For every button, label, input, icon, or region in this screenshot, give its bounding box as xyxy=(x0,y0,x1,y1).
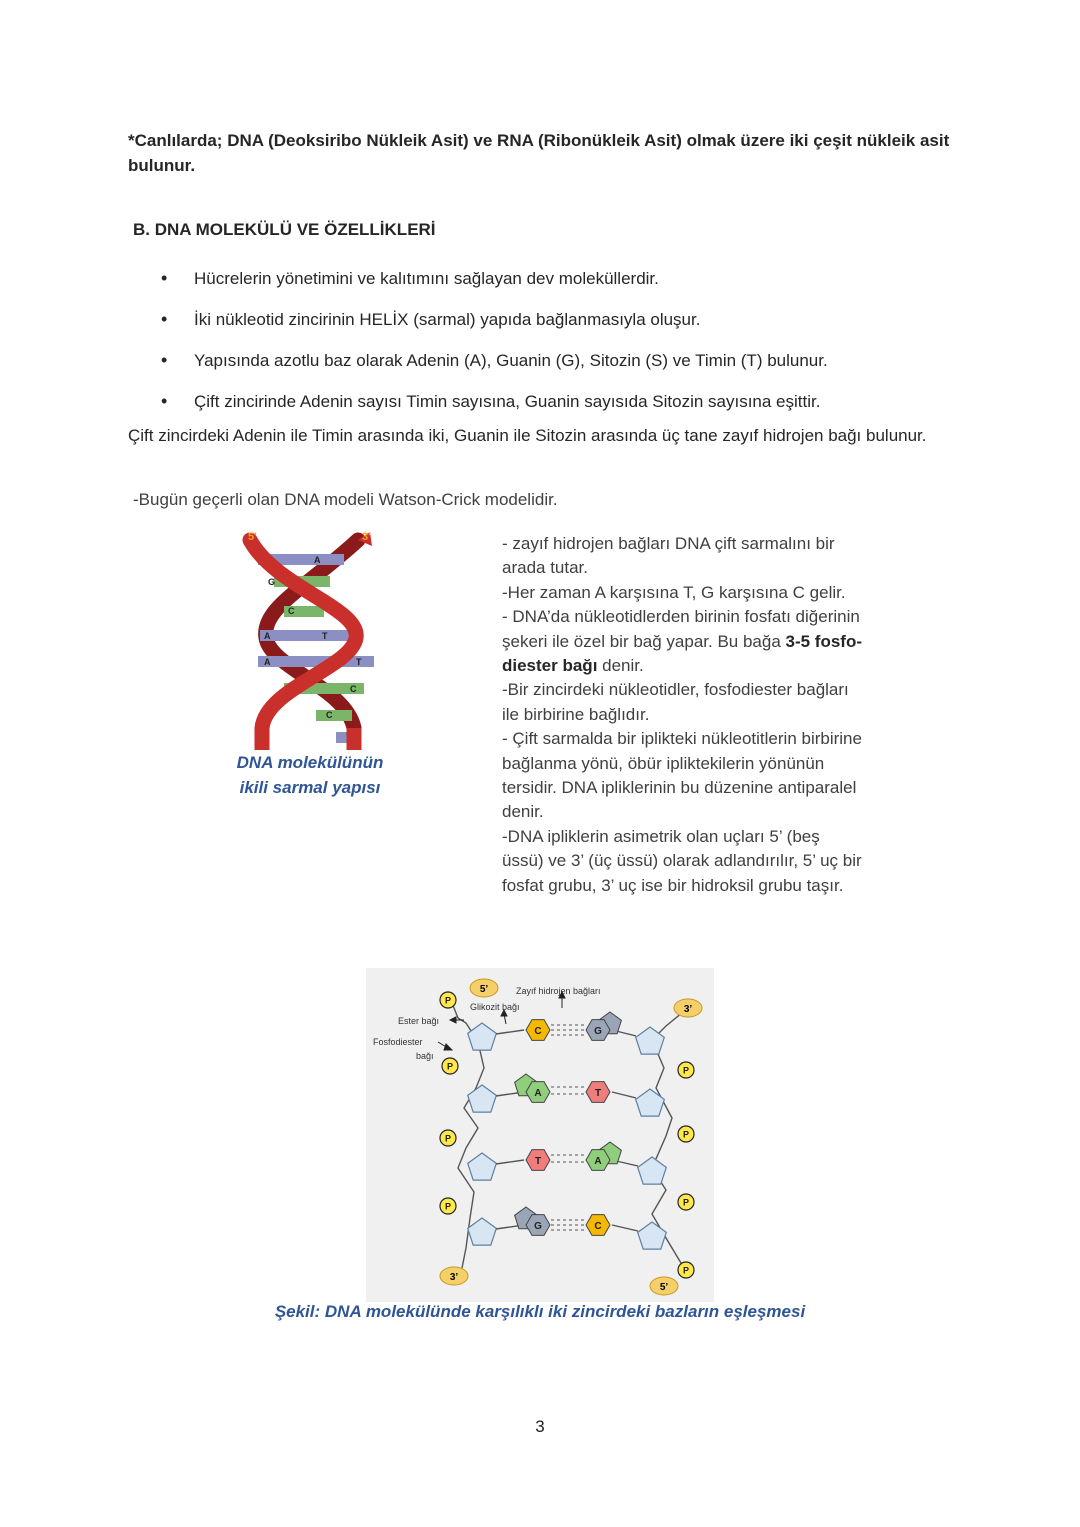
phosphate-circle xyxy=(441,1057,459,1075)
glycosidic-link xyxy=(611,1091,637,1099)
svg-text:A: A xyxy=(264,657,271,667)
base-G: G xyxy=(585,1011,622,1041)
phosphate-label: P xyxy=(447,1062,453,1072)
helix-caption-line: DNA molekülünün xyxy=(236,753,384,772)
note: - DNA’da nükleotidlerden birinin fosfatı… xyxy=(502,605,862,678)
double-helix-illustration: TA G C AT AT GC C T 5' 3' xyxy=(236,528,388,758)
glycosidic-bond-label: Glikozit bağı xyxy=(470,1002,520,1012)
svg-text:G: G xyxy=(268,577,275,587)
note: - Çift sarmalda bir iplikteki nükleotitl… xyxy=(502,729,862,822)
list-item: Hücrelerin yönetimini ve kalıtımını sağl… xyxy=(128,258,1008,299)
base-pairing-diagram: C G A T T A G C P P P P P P P P 5’ 3’ 3’ 5’ Zayıf hidr… xyxy=(366,968,714,1302)
base-A: A xyxy=(514,1073,551,1103)
phosphodiester-label: bağı xyxy=(416,1051,434,1061)
phosphate-label: P xyxy=(445,1134,451,1144)
end-3-label: 3’ xyxy=(684,1004,693,1015)
property-list: Hücrelerin yönetimini ve kalıtımını sağl… xyxy=(128,258,1008,422)
base-A: A xyxy=(585,1141,622,1171)
sugar-pentagon xyxy=(466,1022,498,1051)
note-text: denir. xyxy=(597,656,644,676)
end-3-label: 3’ xyxy=(450,1272,459,1283)
svg-text:A: A xyxy=(264,631,271,641)
sugar-pentagon xyxy=(466,1152,498,1181)
base-ring xyxy=(525,1081,551,1103)
base-T: T xyxy=(585,1081,611,1103)
list-item: Çift zincirinde Adenin sayısı Timin sayı… xyxy=(128,381,1008,422)
helix-5-end-label: 5' xyxy=(248,531,257,543)
note-text: - DNA’da nükleotidlerden birinin fosfatı… xyxy=(502,607,860,651)
base-ring xyxy=(525,1214,551,1236)
phosphate-label: P xyxy=(445,996,451,1006)
sugar-pentagon xyxy=(466,1217,498,1246)
svg-text:C: C xyxy=(288,606,295,616)
base-ring xyxy=(585,1149,611,1171)
base-letter: C xyxy=(534,1026,541,1037)
svg-text:A: A xyxy=(314,555,321,565)
helix-3-end-label: 3' xyxy=(362,531,371,543)
svg-text:T: T xyxy=(322,631,328,641)
phosphate-circle xyxy=(677,1261,695,1279)
helix-caption: DNA molekülünün ikili sarmal yapısı xyxy=(200,750,420,800)
helix-notes: - zayıf hidrojen bağları DNA çift sarmal… xyxy=(502,532,862,898)
phosphate-label: P xyxy=(445,1202,451,1212)
watson-crick-line: -Bugün geçerli olan DNA modeli Watson-Cr… xyxy=(133,490,558,509)
base-G: G xyxy=(514,1206,551,1236)
phosphate-circle xyxy=(439,991,457,1009)
phosphate-label: P xyxy=(683,1130,689,1140)
sugar-pentagon xyxy=(634,1026,666,1055)
note: - zayıf hidrojen bağları DNA çift sarmal… xyxy=(502,534,835,578)
base-letter: G xyxy=(534,1221,542,1232)
phosphate-circle xyxy=(677,1193,695,1211)
note-bold-term: 3-5 fosfo-diester bağı xyxy=(502,631,863,676)
base-C: C xyxy=(525,1019,551,1041)
figure-caption: Şekil: DNA molekülünde karşılıklı iki zi… xyxy=(274,1302,806,1321)
phosphate-circle xyxy=(439,1197,457,1215)
phosphate-label: P xyxy=(683,1066,689,1076)
phosphodiester-label: Fosfodiester xyxy=(373,1037,423,1047)
phosphate-circle xyxy=(439,1129,457,1147)
base-ring xyxy=(525,1019,551,1041)
base-letter: A xyxy=(534,1088,541,1099)
phosphate-circle xyxy=(677,1061,695,1079)
list-item: İki nükleotid zincirinin HELİX (sarmal) … xyxy=(128,299,1008,340)
phosphate-label: P xyxy=(683,1266,689,1276)
note: -DNA ipliklerin asimetrik olan uçları 5’… xyxy=(502,826,862,895)
phosphate-circle xyxy=(677,1125,695,1143)
base-letter: C xyxy=(594,1221,601,1232)
base-ring xyxy=(585,1019,611,1041)
base-letter: A xyxy=(594,1156,601,1167)
svg-text:T: T xyxy=(356,657,362,667)
section-heading: B. DNA MOLEKÜLÜ VE ÖZELLİKLERİ xyxy=(133,220,436,239)
ester-bond-label: Ester bağı xyxy=(398,1016,439,1026)
base-C: C xyxy=(585,1214,611,1236)
sugar-pentagon xyxy=(466,1084,498,1113)
glycosidic-link xyxy=(495,1029,525,1035)
base-ring xyxy=(525,1149,551,1171)
phosphate-label: P xyxy=(683,1198,689,1208)
page-number: 3 xyxy=(535,1417,545,1436)
base-letter: T xyxy=(535,1156,541,1167)
note: -Her zaman A karşısına T, G karşısına C … xyxy=(502,582,846,602)
hydrogen-bond-label: Zayıf hidrojen bağları xyxy=(516,986,601,996)
note: -Bir zincirdeki nükleotidler, fosfodiest… xyxy=(502,680,849,724)
sugar-pentagon xyxy=(636,1221,668,1250)
helix-caption-line: ikili sarmal yapısı xyxy=(239,778,381,797)
base-ring xyxy=(585,1081,611,1103)
intro-paragraph: *Canlılarda; DNA (Deoksiribo Nükleik Asi… xyxy=(128,131,950,175)
base-letter: G xyxy=(594,1026,602,1037)
base-T: T xyxy=(525,1149,551,1171)
sugar-pentagon xyxy=(634,1088,666,1117)
list-item: Yapısında azotlu baz olarak Adenin (A), … xyxy=(128,340,1008,381)
base-ring xyxy=(585,1214,611,1236)
svg-text:C: C xyxy=(350,684,357,694)
glycosidic-link xyxy=(611,1224,639,1232)
hydrogen-bond-paragraph: Çift zincirdeki Adenin ile Timin arasınd… xyxy=(128,426,927,445)
end-5-label: 5’ xyxy=(660,1282,669,1293)
end-5-label: 5’ xyxy=(480,984,489,995)
base-letter: T xyxy=(595,1088,601,1099)
svg-text:C: C xyxy=(326,710,333,720)
glycosidic-link xyxy=(495,1159,525,1165)
sugar-pentagon xyxy=(636,1156,668,1185)
